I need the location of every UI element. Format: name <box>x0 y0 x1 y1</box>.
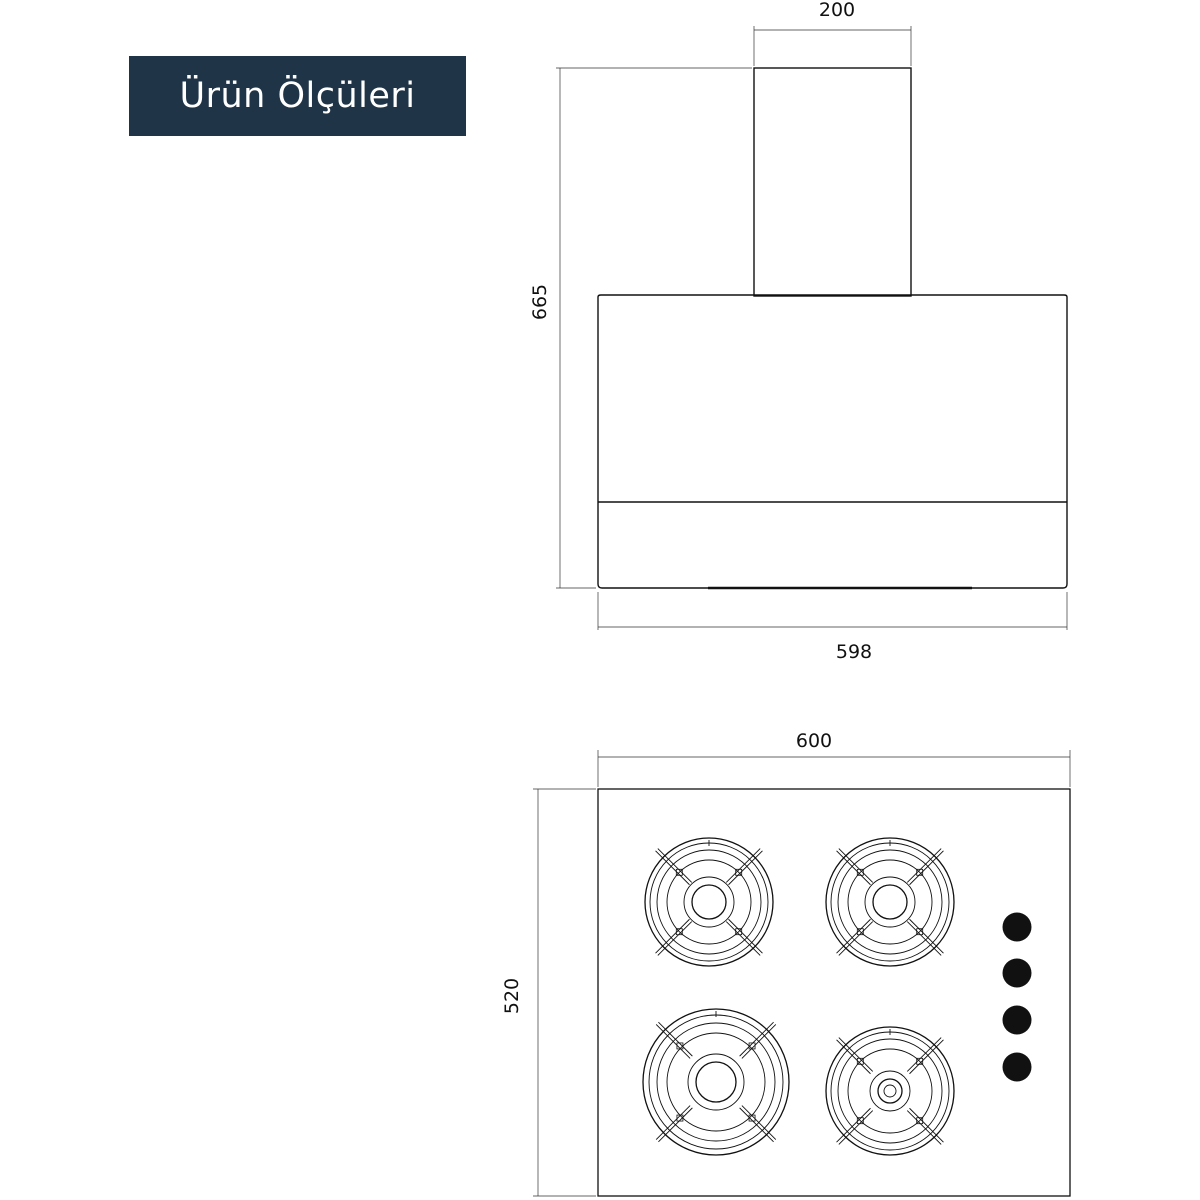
hob-knob-4 <box>1002 1052 1032 1082</box>
title-banner: Ürün Ölçüleri <box>129 56 466 136</box>
hob-surface <box>597 788 1071 1197</box>
hob-depth-label: 520 <box>501 978 523 1014</box>
page-title: Ürün Ölçüleri <box>179 76 416 116</box>
burner-1 <box>644 837 774 967</box>
burner-3 <box>642 1008 790 1156</box>
hood-chimney-width-label: 200 <box>819 0 855 21</box>
hob-drawing: 600 520 <box>501 730 1071 1197</box>
hob-knob-1 <box>1002 912 1032 942</box>
hood-width-label: 598 <box>836 641 872 663</box>
hob-width-label: 600 <box>796 730 832 752</box>
hob-knob-3 <box>1002 1005 1032 1035</box>
hood-drawing: 200 665 598 <box>529 0 1068 663</box>
burner-4 <box>825 1026 955 1156</box>
hood-chimney <box>753 67 912 297</box>
hob-knob-2 <box>1002 958 1032 988</box>
hood-body <box>597 294 1068 589</box>
hood-height-label: 665 <box>529 284 551 320</box>
burner-2 <box>825 837 955 967</box>
